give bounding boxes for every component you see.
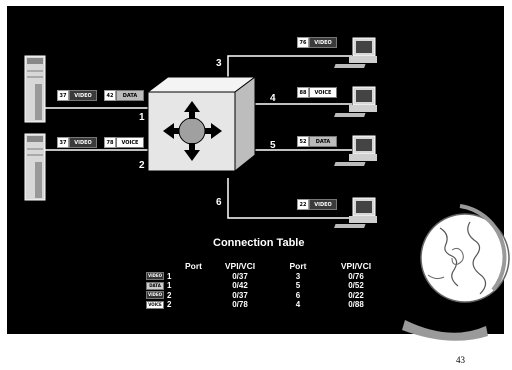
cell-type: VIDEO xyxy=(69,137,97,148)
cell-vci: 22 xyxy=(297,199,309,210)
globe-icon xyxy=(402,204,510,341)
port-label-2: 2 xyxy=(139,160,145,171)
in-port: 1 xyxy=(167,281,172,290)
cell-in1-data: 42 DATA xyxy=(104,90,144,101)
cell-type-tag: DATA xyxy=(146,281,164,290)
out-vpivci: 0/52 xyxy=(348,281,364,290)
in-port: 2 xyxy=(167,290,172,300)
slide-background xyxy=(7,6,504,334)
computer-port-3 xyxy=(334,37,377,68)
computer-port-5 xyxy=(334,135,377,166)
out-vpivci: 0/76 xyxy=(348,271,364,281)
server-tower-1 xyxy=(24,55,46,123)
header-out-vpivci: VPI/VCI xyxy=(340,261,372,271)
cell-type: VIDEO xyxy=(309,199,337,210)
out-port: 6 xyxy=(295,290,301,300)
cell-type: VIDEO xyxy=(309,37,337,48)
in-vpivci: 0/78 xyxy=(232,300,248,309)
in-vpivci: 0/37 xyxy=(232,290,248,300)
cell-vci: 76 xyxy=(297,37,309,48)
cell-vci: 37 xyxy=(57,90,69,101)
page-number: 43 xyxy=(456,355,465,365)
port-label-3: 3 xyxy=(216,58,222,69)
port-label-5: 5 xyxy=(270,140,276,151)
input-links xyxy=(44,107,148,151)
cell-type: DATA xyxy=(116,90,144,101)
cell-in2-voice: 78 VOICE xyxy=(104,137,144,148)
header-in-vpivci: VPI/VCI xyxy=(224,261,256,271)
cell-type: VOICE xyxy=(116,137,144,148)
header-in-port: Port xyxy=(185,261,202,271)
computer-port-4 xyxy=(334,86,377,117)
cell-in1-video: 37 VIDEO xyxy=(57,90,97,101)
cell-type-tag: VIDEO xyxy=(146,272,164,281)
in-vpivci: 0/37 xyxy=(232,271,248,281)
cell-type-tag: VOICE xyxy=(146,300,164,309)
cell-out5-data: 52 DATA xyxy=(297,136,337,147)
cell-out3-video: 76 VIDEO xyxy=(297,37,337,48)
cell-vci: 52 xyxy=(297,136,309,147)
out-port: 4 xyxy=(295,300,301,309)
out-vpivci: 0/22 xyxy=(348,290,364,300)
out-port: 3 xyxy=(295,271,301,281)
out-vpivci: 0/88 xyxy=(348,300,364,309)
cell-vci: 78 xyxy=(104,137,116,148)
port-label-6: 6 xyxy=(216,197,222,208)
link-port-6 xyxy=(227,178,352,219)
cell-vci: 88 xyxy=(297,87,309,98)
in-vpivci: 0/42 xyxy=(232,281,248,290)
port-label-4: 4 xyxy=(270,93,276,104)
cell-out6-video: 22 VIDEO xyxy=(297,199,337,210)
computer-port-6 xyxy=(334,197,377,228)
cell-type-tag: VIDEO xyxy=(146,291,164,300)
in-port: 2 xyxy=(167,300,172,309)
cell-type: VOICE xyxy=(309,87,337,98)
cell-type: VIDEO xyxy=(69,90,97,101)
cell-in2-video: 37 VIDEO xyxy=(57,137,97,148)
cell-out4-voice: 88 VOICE xyxy=(297,87,337,98)
connection-table-title: Connection Table xyxy=(213,237,305,249)
cell-vci: 42 xyxy=(104,90,116,101)
cell-vci: 37 xyxy=(57,137,69,148)
out-port: 5 xyxy=(295,281,301,290)
table-header-row: Port VPI/VCI Port VPI/VCI xyxy=(140,261,386,272)
atm-switch xyxy=(146,76,257,173)
port-label-1: 1 xyxy=(139,112,145,123)
cell-type: DATA xyxy=(309,136,337,147)
header-out-port: Port xyxy=(289,261,307,271)
in-port: 1 xyxy=(167,271,172,281)
server-tower-2 xyxy=(24,133,46,201)
